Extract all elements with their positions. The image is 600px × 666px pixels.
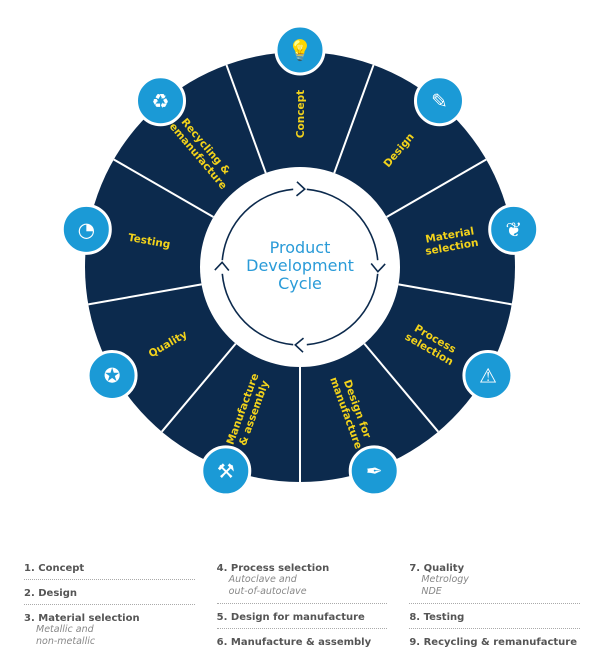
segment-divider: [113, 158, 214, 218]
lightbulb-icon: 💡: [274, 24, 326, 76]
recycle-icon: ♻: [135, 75, 187, 127]
cycle-title: Product: [270, 238, 331, 257]
legend-item-title: 3. Material selection: [24, 613, 140, 624]
arrowhead-icon: [294, 337, 305, 353]
svg-text:⚒: ⚒: [217, 459, 235, 483]
product-development-wheel: ProductDevelopmentCycleConcept💡Design✎Ma…: [60, 24, 540, 497]
legend-item-subtitle: Metrology: [421, 574, 469, 585]
legend-item: 1. Concept: [24, 560, 195, 580]
svg-text:Concept: Concept: [295, 90, 307, 138]
segment-divider: [386, 158, 487, 218]
legend-item-title: 7. Quality: [409, 563, 465, 574]
legend-item-title: 9. Recycling & remanufacture: [409, 637, 578, 648]
legend-item: 6. Manufacture & assembly: [217, 634, 388, 653]
segment-divider: [398, 283, 512, 306]
legend-item-subtitle: non-metallic: [36, 636, 96, 647]
gauge-icon: ◔: [60, 203, 112, 255]
center-circle: [200, 167, 400, 367]
svg-text:✪: ✪: [104, 364, 121, 388]
tools-icon: ⚒: [200, 445, 252, 497]
legend-item: 9. Recycling & remanufacture: [409, 634, 580, 653]
arrowhead-icon: [370, 262, 386, 273]
cycle-title: Cycle: [278, 274, 322, 293]
legend-item: 5. Design for manufacture: [216, 609, 388, 629]
svg-text:⚠: ⚠: [479, 364, 497, 388]
legend-item-title: 6. Manufacture & assembly: [216, 637, 372, 648]
svg-text:💡: 💡: [288, 38, 313, 62]
segment-divider: [161, 342, 237, 433]
legend: 1. Concept 2. Design 3. Material selection…: [24, 560, 581, 658]
cycle-arrow: [306, 188, 379, 261]
svg-text:✎: ✎: [431, 89, 448, 113]
cycle-arrow: [306, 273, 379, 346]
legend-item: 8. Testing: [409, 609, 581, 629]
cycle-arrow: [221, 273, 294, 346]
segment-divider: [225, 64, 267, 174]
legend-column: 1. Concept 2. Design 3. Material selection…: [24, 560, 195, 658]
legend-item-subtitle: NDE: [421, 586, 442, 597]
cycle-title: Development: [246, 256, 354, 275]
legend-item-title: 5. Design for manufacture: [216, 612, 365, 623]
svg-text:◔: ◔: [78, 217, 95, 241]
warning-icon: ⚠: [462, 350, 514, 401]
arrowhead-icon: [214, 261, 230, 272]
legend-item-subtitle: Autoclave and: [228, 574, 297, 585]
pencil-brush-icon: ✎: [413, 75, 465, 127]
legend-item-subtitle: Metallic and: [36, 624, 94, 635]
svg-text:❦: ❦: [505, 217, 522, 241]
pen-nib-icon: ✒: [348, 445, 400, 497]
segment-divider: [363, 342, 439, 433]
segment-divider: [333, 64, 375, 174]
legend-item-title: 2. Design: [24, 588, 77, 599]
svg-text:✒: ✒: [366, 459, 383, 483]
segment-divider: [88, 283, 202, 306]
leaf-icon: ❦: [488, 203, 540, 255]
legend-item-title: 8. Testing: [409, 612, 465, 623]
legend-item-title: 1. Concept: [24, 563, 85, 574]
legend-item: 2. Design: [24, 585, 195, 605]
arrowhead-icon: [295, 181, 306, 197]
svg-text:♻: ♻: [152, 89, 170, 113]
award-ribbon-icon: ✪: [86, 350, 138, 401]
cycle-arrow: [221, 188, 294, 261]
segment-label: Concept: [295, 90, 307, 138]
legend-item-title: 4. Process selection: [216, 563, 330, 574]
legend-item-subtitle: out-of-autoclave: [228, 586, 307, 597]
